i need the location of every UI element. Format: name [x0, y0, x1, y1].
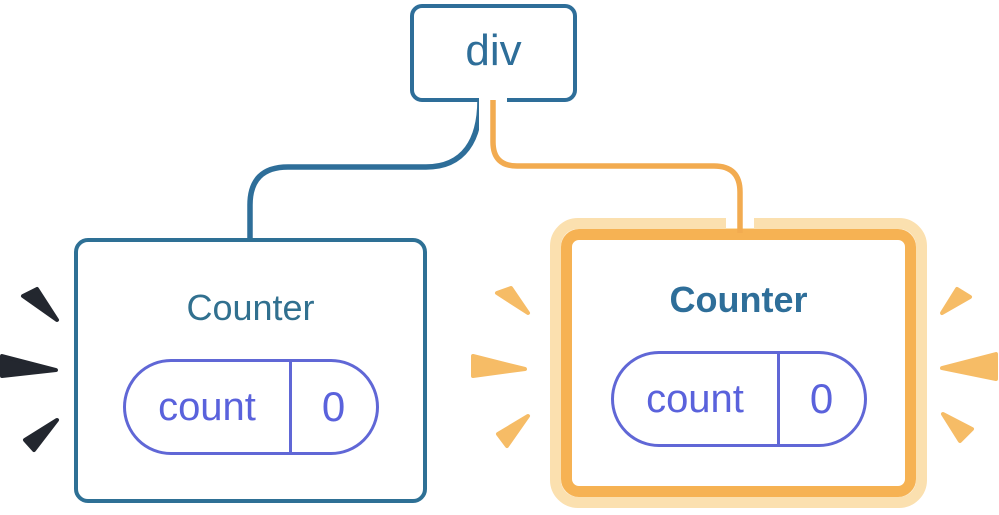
spark-icon	[471, 354, 527, 378]
edge-root-to-left-counter	[247, 99, 483, 241]
spark-icon	[0, 354, 58, 378]
state-key-cell: count	[126, 362, 289, 452]
spark-icon	[23, 418, 59, 452]
state-key-cell: count	[614, 354, 777, 444]
pill-divider	[776, 354, 780, 444]
spark-icon	[940, 287, 972, 315]
state-pill-left: count 0	[122, 359, 379, 455]
state-key-label: count	[646, 377, 744, 421]
edge-root-to-right-counter-highlighted	[490, 100, 743, 233]
spark-icon	[941, 412, 974, 443]
spark-icon	[496, 414, 530, 448]
state-value-cell: 0	[780, 354, 864, 444]
spark-icon	[21, 287, 59, 322]
state-key-label: count	[158, 385, 256, 429]
state-pill-right: count 0	[610, 351, 867, 447]
render-sparks-right-counter-right	[940, 287, 998, 443]
counter-card-right-title: Counter	[669, 279, 808, 320]
state-value: 0	[809, 375, 834, 422]
render-sparks-left-counter	[0, 287, 59, 452]
render-sparks-right-counter-left	[471, 286, 530, 448]
counter-card-left: Counter count 0	[74, 238, 427, 503]
counter-card-right-highlighted: Counter count 0	[550, 218, 927, 508]
root-node-div: div	[410, 4, 577, 102]
edge-highlight-casing	[479, 95, 754, 228]
spark-icon	[940, 352, 998, 381]
counter-card-left-title: Counter	[186, 287, 315, 328]
state-value: 0	[321, 383, 346, 430]
pill-divider	[288, 362, 292, 452]
counter-card-right-inner: Counter count 0	[561, 229, 916, 497]
state-value-cell: 0	[292, 362, 376, 452]
root-node-label: div	[465, 26, 522, 75]
spark-icon	[495, 286, 530, 315]
